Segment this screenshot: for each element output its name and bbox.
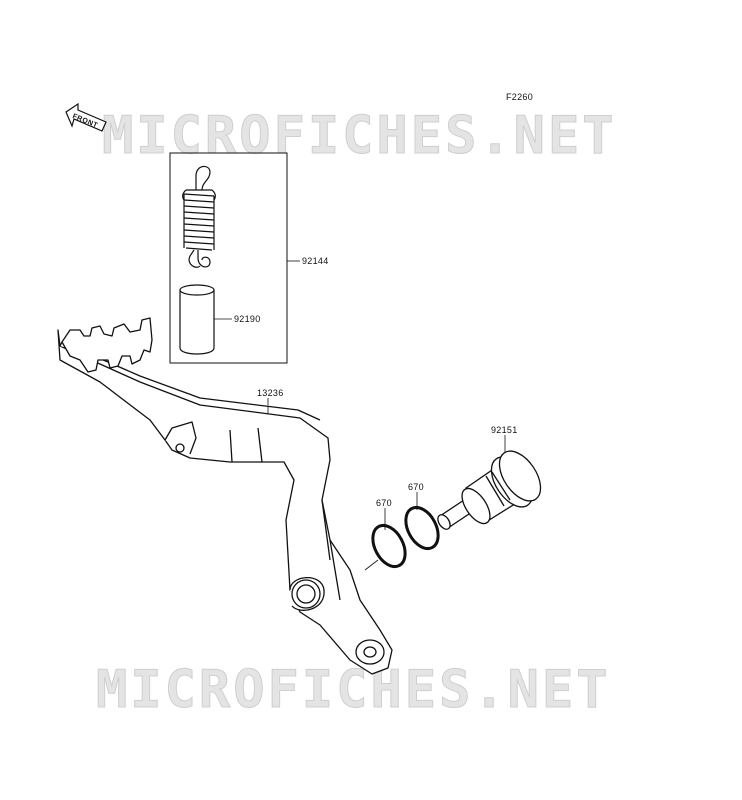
callout-13236: 13236 <box>257 388 284 398</box>
figure-id-label: F2260 <box>506 92 534 102</box>
return-spring <box>182 165 216 268</box>
callout-92190: 92190 <box>234 314 261 324</box>
watermark-top: MICROFICHES.NET <box>102 106 617 167</box>
brake-pedal-13236 <box>57 317 393 675</box>
callout-670-a: 670 <box>376 498 392 508</box>
callout-92144: 92144 <box>302 256 329 266</box>
shaft-92151 <box>437 450 542 530</box>
watermark-bottom: MICROFICHES.NET <box>96 660 611 721</box>
callout-670-b: 670 <box>408 482 424 492</box>
kit-box-92144 <box>169 152 288 364</box>
front-arrow-icon <box>65 102 107 132</box>
callout-92151: 92151 <box>491 425 518 435</box>
o-ring-670-a <box>371 523 407 569</box>
collar-92190 <box>179 284 215 355</box>
o-ring-670-b <box>404 505 440 551</box>
